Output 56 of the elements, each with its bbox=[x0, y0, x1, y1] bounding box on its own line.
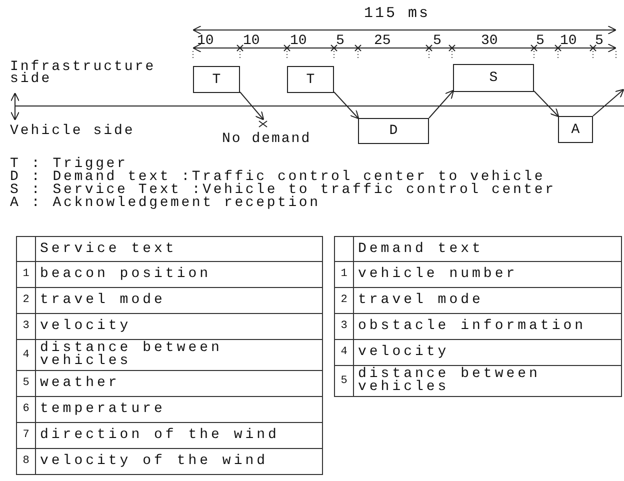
legend-text: S : Service Text :Vehicle to traffic control center bbox=[10, 184, 556, 196]
duration-label: 10 bbox=[197, 34, 214, 48]
duration-label: 10 bbox=[243, 34, 260, 48]
row-number: 4 bbox=[334, 340, 354, 366]
legend-text: T : Trigger bbox=[10, 158, 128, 170]
message-box: A bbox=[558, 116, 593, 143]
message-box: T bbox=[193, 66, 240, 93]
table-header: Demand text bbox=[354, 236, 622, 262]
duration-label: 5 bbox=[536, 34, 544, 48]
duration-label: 10 bbox=[290, 34, 307, 48]
row-number: 5 bbox=[334, 366, 354, 396]
legend-text: A : Acknowledgement reception bbox=[10, 197, 320, 209]
row-number: 8 bbox=[16, 448, 36, 474]
table-cell: distance between vehicles bbox=[36, 340, 322, 370]
table-cell: temperature bbox=[36, 396, 322, 422]
duration-label: 30 bbox=[481, 34, 498, 48]
row-number: 1 bbox=[334, 262, 354, 288]
table-cell: travel mode bbox=[36, 288, 322, 314]
duration-label: 10 bbox=[560, 34, 577, 48]
duration-label: 5 bbox=[336, 34, 344, 48]
table-cell: vehicle number bbox=[354, 262, 622, 288]
duration-label: 5 bbox=[595, 34, 604, 48]
total-duration: 115 ms bbox=[364, 7, 430, 21]
table-cell: velocity bbox=[354, 340, 622, 366]
table-cell: weather bbox=[36, 370, 322, 396]
table-cell: distance between vehicles bbox=[354, 366, 622, 396]
message-box: D bbox=[358, 118, 429, 144]
table-cell: obstacle information bbox=[354, 314, 622, 340]
row-label: Vehicle side bbox=[10, 124, 135, 138]
row-number: 7 bbox=[16, 422, 36, 448]
row-number: 6 bbox=[16, 396, 36, 422]
duration-label: 25 bbox=[374, 34, 391, 48]
table-header: Service text bbox=[36, 236, 322, 262]
row-number: 3 bbox=[334, 314, 354, 340]
arrow bbox=[240, 92, 264, 120]
row-number: 4 bbox=[16, 340, 36, 370]
row-number: 5 bbox=[16, 370, 36, 396]
arrow bbox=[592, 88, 624, 116]
legend-text: D : Demand text :Traffic control center to vehicle bbox=[10, 171, 546, 183]
row-number: 3 bbox=[16, 314, 36, 340]
row-label: Infrastructure side bbox=[10, 61, 157, 85]
arrow bbox=[534, 90, 560, 118]
table-cell: direction of the wind bbox=[36, 422, 322, 448]
row-number: 1 bbox=[16, 262, 36, 288]
table-cell: beacon position bbox=[36, 262, 322, 288]
row-number: 2 bbox=[16, 288, 36, 314]
node-label: No demand bbox=[222, 132, 312, 146]
table-cell: velocity bbox=[36, 314, 322, 340]
arrow bbox=[428, 90, 454, 118]
message-box: S bbox=[453, 64, 534, 92]
arrow bbox=[334, 92, 360, 120]
table-cell: velocity of the wind bbox=[36, 448, 322, 474]
duration-label: 5 bbox=[433, 34, 442, 48]
message-box: T bbox=[287, 66, 334, 93]
table-cell: travel mode bbox=[354, 288, 622, 314]
row-number: 2 bbox=[334, 288, 354, 314]
